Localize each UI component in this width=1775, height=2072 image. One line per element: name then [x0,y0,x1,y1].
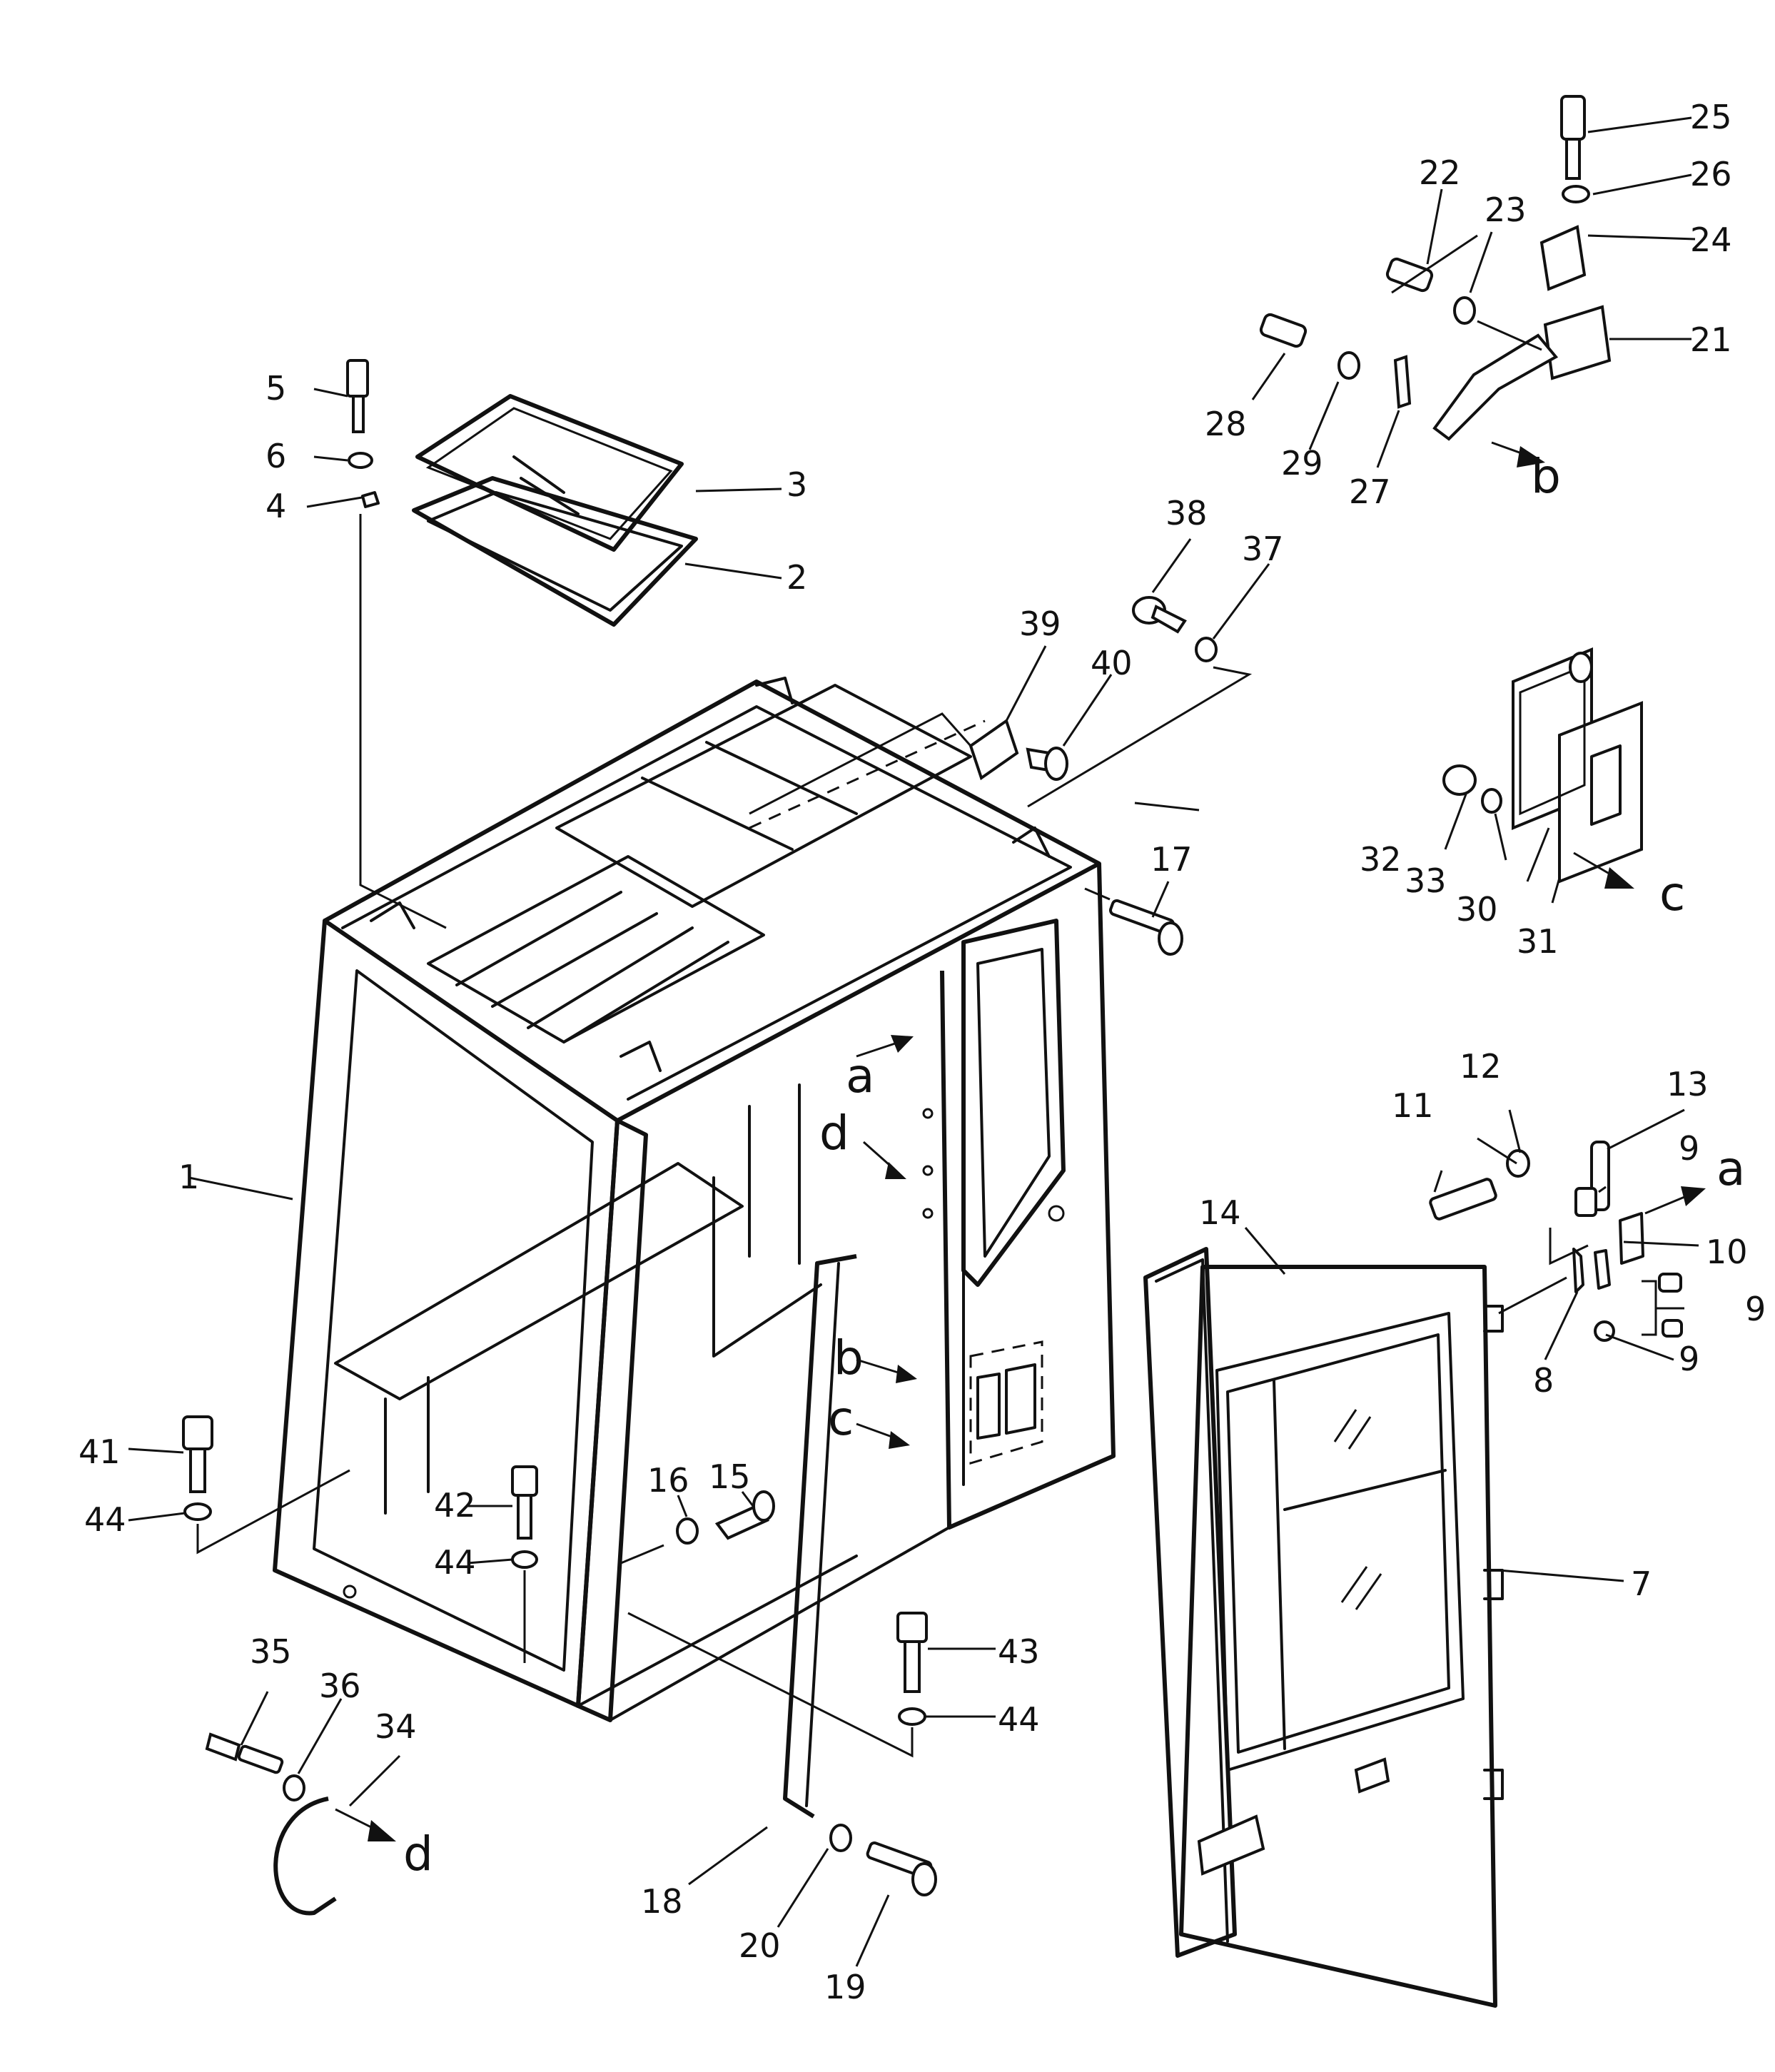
callout-44c: 44 [998,1700,1040,1739]
callout-23: 23 [1485,191,1527,229]
callout-11: 11 [1392,1086,1434,1125]
callout-9a: 9 [1679,1129,1699,1168]
callout-41: 41 [79,1432,121,1471]
callout-7: 7 [1631,1565,1652,1603]
callout-31: 31 [1517,922,1559,961]
ref-b-frame: b [834,1330,864,1385]
callout-4: 4 [266,487,286,525]
callout-37: 37 [1242,530,1284,568]
callout-39: 39 [1019,605,1061,643]
callout-19: 19 [824,1968,866,2006]
callout-22: 22 [1419,153,1461,192]
latch-assembly [1259,95,1612,441]
callout-36: 36 [319,1667,361,1705]
callout-1: 1 [178,1158,199,1196]
callout-28: 28 [1205,405,1247,443]
roof-window-assembly [346,359,698,929]
ref-c-panel: c [1659,866,1685,921]
callout-9b: 9 [1745,1290,1766,1328]
callout-21: 21 [1690,320,1732,359]
ref-c-frame: c [828,1391,854,1446]
callout-42: 42 [434,1486,476,1525]
callout-44a: 44 [84,1500,126,1539]
callout-27: 27 [1349,472,1391,511]
callout-40: 40 [1091,644,1133,682]
callout-29: 29 [1281,444,1323,482]
callout-2: 2 [787,558,807,597]
callout-17: 17 [1151,840,1193,879]
ref-a-hinge: a [1716,1141,1745,1196]
callout-20: 20 [739,1926,781,1965]
callout-10: 10 [1706,1233,1748,1271]
small-fasteners [182,596,1683,1916]
callout-16: 16 [647,1461,689,1500]
callout-30: 30 [1456,890,1498,929]
callout-14: 14 [1199,1193,1241,1232]
side-panel-assembly [1442,647,1643,884]
callout-24: 24 [1690,221,1732,259]
ref-d-rail: d [403,1826,433,1881]
callout-44b: 44 [434,1543,476,1582]
cab-frame [273,677,1116,1722]
callout-labels: 1 2 3 4 5 6 7 8 9 9 9 10 11 12 13 14 15 … [79,98,1766,2006]
callout-3: 3 [787,465,807,504]
callout-8: 8 [1533,1361,1554,1400]
ref-d-frame: d [819,1106,849,1161]
callout-25: 25 [1690,98,1732,136]
callout-15: 15 [709,1457,751,1496]
callout-38: 38 [1165,494,1208,532]
callout-5: 5 [266,369,286,408]
callout-26: 26 [1690,155,1732,193]
ref-a-frame: a [846,1048,874,1103]
callout-18: 18 [641,1882,683,1921]
callout-34: 34 [375,1707,417,1746]
reference-arrows [335,441,1706,1841]
callout-6: 6 [266,437,286,475]
callout-35: 35 [250,1632,292,1671]
ref-b-latch: b [1531,449,1561,504]
callout-32: 32 [1360,840,1402,879]
callout-13: 13 [1667,1065,1709,1103]
callout-9c: 9 [1679,1340,1699,1378]
door-assembly [1143,1247,1567,2008]
leader-lines [128,116,1699,1967]
callout-12: 12 [1460,1047,1502,1086]
callout-43: 43 [998,1632,1040,1671]
callout-33: 33 [1405,861,1447,900]
